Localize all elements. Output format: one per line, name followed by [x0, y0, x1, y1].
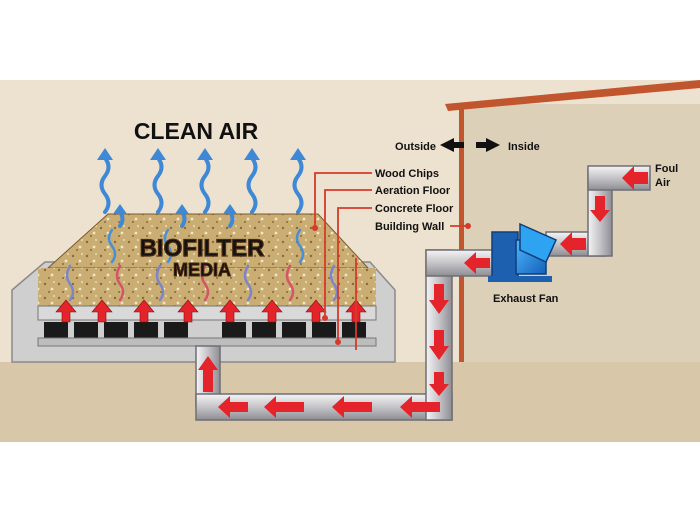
duct-flow-arrows — [198, 166, 648, 418]
outside-arrow-icon — [440, 138, 464, 152]
clean-air-arrowheads — [97, 148, 306, 214]
building-wall-label: Building Wall — [375, 221, 444, 233]
exhaust-fan-label: Exhaust Fan — [493, 293, 559, 305]
clean-air-arrows — [99, 156, 304, 228]
direction-arrows — [440, 138, 500, 152]
inside-arrow-icon — [476, 138, 500, 152]
rising-air-in-media — [65, 228, 339, 302]
biofilter-media-label: BIOFILTER MEDIA — [139, 234, 265, 280]
exhaust-fan — [488, 222, 557, 282]
building-wall — [459, 108, 464, 362]
building-roof — [445, 80, 700, 111]
clean-air-title: CLEAN AIR — [134, 118, 259, 144]
wood-chips-label: Wood Chips — [375, 168, 439, 180]
callout-dots — [312, 223, 471, 345]
concrete-floor — [37, 337, 377, 347]
concrete-floor-label: Concrete Floor — [375, 203, 454, 215]
foul-air-label-line2: Air — [655, 177, 671, 189]
aeration-slots — [44, 322, 366, 338]
aeration-floor — [37, 305, 377, 321]
media-label: MEDIA — [173, 260, 231, 280]
outside-label: Outside — [395, 141, 436, 153]
callout-lines — [314, 172, 468, 350]
inside-label: Inside — [508, 141, 540, 153]
biofilter-label: BIOFILTER — [140, 235, 265, 262]
foul-air-label-line1: Foul — [655, 163, 678, 175]
aeration-floor-label: Aeration Floor — [375, 185, 451, 197]
